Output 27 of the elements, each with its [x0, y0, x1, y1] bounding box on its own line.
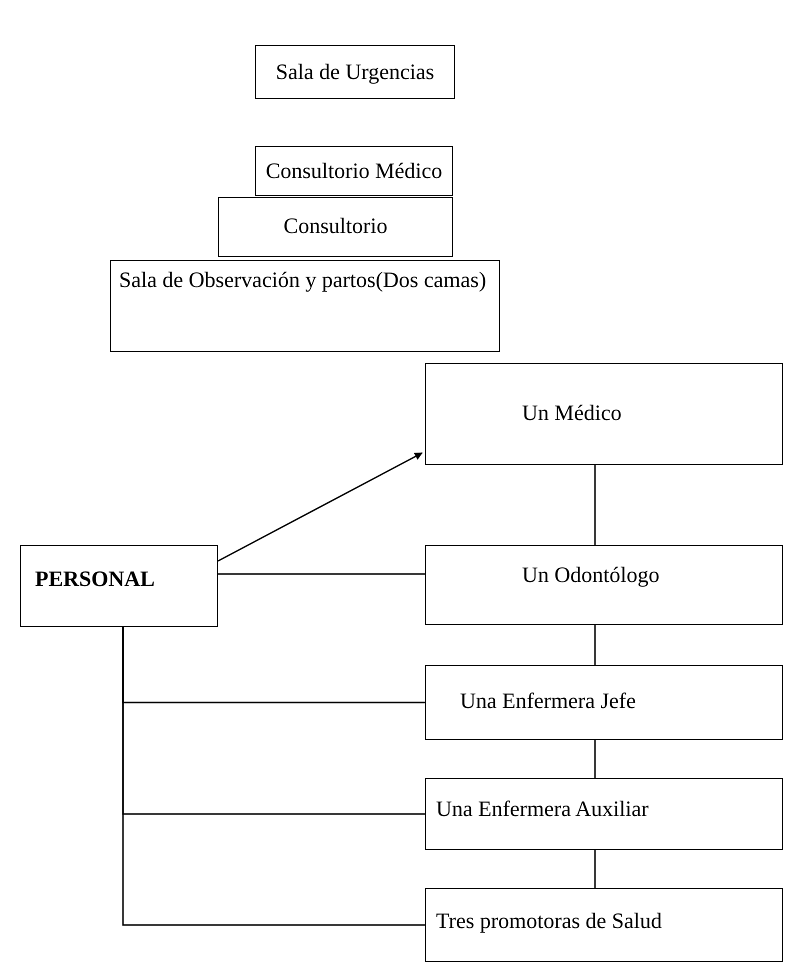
connector-line — [594, 740, 596, 778]
box — [425, 888, 783, 962]
box — [425, 778, 783, 850]
box-label: Sala de Urgencias — [274, 59, 436, 86]
box — [110, 260, 500, 352]
connector-line — [122, 627, 425, 926]
box-label: Un Odontólogo — [522, 562, 660, 588]
box — [425, 363, 783, 465]
connector-line — [218, 573, 425, 575]
box-label: Tres promotoras de Salud — [436, 908, 662, 934]
box — [425, 665, 783, 740]
box-label: Consultorio Médico — [264, 158, 444, 184]
box — [255, 45, 455, 99]
box — [20, 545, 218, 627]
arrow — [218, 452, 423, 562]
connector-line — [594, 850, 596, 888]
box-label: Consultorio — [282, 213, 388, 240]
box-label: Una Enfermera Auxiliar — [436, 796, 649, 822]
box-label: Sala de Observación y partos(Dos camas) — [119, 267, 486, 294]
connector-line — [594, 465, 596, 545]
box-label: PERSONAL — [35, 566, 155, 592]
connector-line — [594, 625, 596, 665]
box-label: Un Médico — [522, 400, 622, 426]
box — [218, 197, 453, 257]
box — [425, 545, 783, 625]
box-label: Una Enfermera Jefe — [460, 688, 636, 714]
box — [255, 146, 453, 196]
